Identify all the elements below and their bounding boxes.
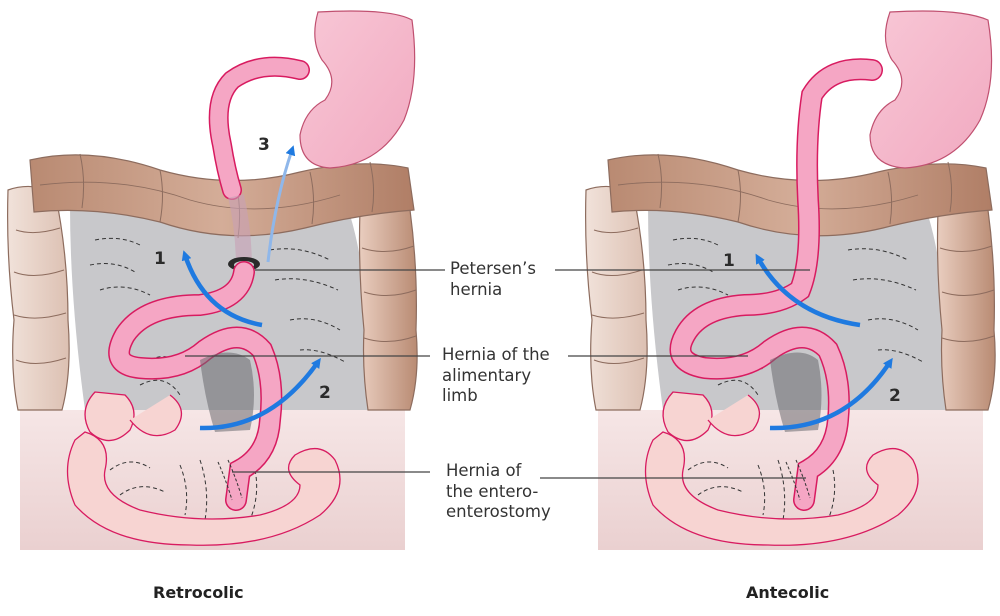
caption-antecolic: Antecolic [746, 583, 830, 602]
caption-retrocolic: Retrocolic [153, 583, 244, 602]
leader-lines [185, 269, 810, 479]
label-entero-enterostomy-hernia: Hernia of the entero- enterostomy [446, 461, 551, 521]
retrocolic-panel [6, 10, 418, 551]
arrow-number-3-left: 3 [258, 135, 270, 155]
label-alimentary-limb-hernia: Hernia of the alimentary limb [442, 345, 550, 405]
arrow-number-1-left: 1 [154, 249, 166, 269]
arrow-number-1-right: 1 [723, 251, 735, 271]
arrow-number-2-left: 2 [319, 383, 331, 403]
arrow-number-2-right: 2 [889, 386, 901, 406]
label-petersens-hernia: Petersen’s hernia [450, 259, 536, 299]
antecolic-panel [584, 10, 996, 551]
